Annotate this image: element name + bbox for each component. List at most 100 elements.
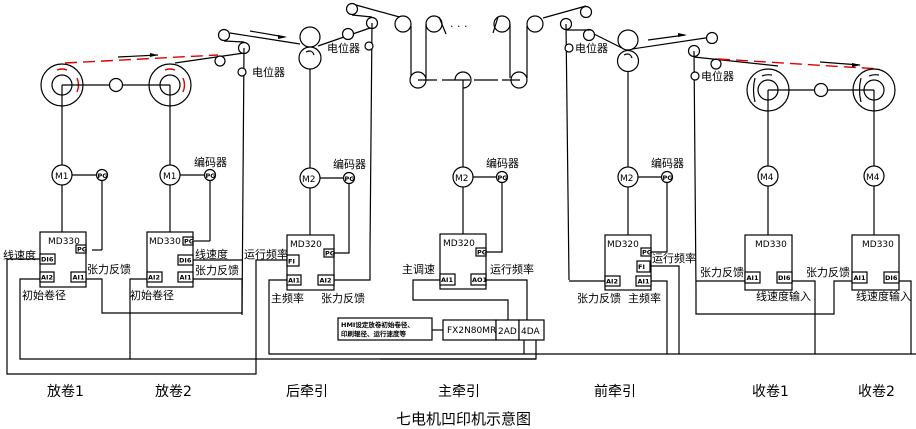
- svg-text:PG: PG: [345, 175, 355, 183]
- tension-feedback-label: 张力反馈: [321, 292, 365, 305]
- potentiometer-label: 电位器: [327, 41, 360, 55]
- svg-text:DI6: DI6: [778, 274, 791, 282]
- encoder-label: 编码器: [333, 157, 366, 171]
- guide-roller: [214, 55, 226, 67]
- potentiometer-label: 电位器: [701, 69, 734, 83]
- svg-text:AI1: AI1: [288, 277, 300, 285]
- web-rewind: [717, 58, 881, 70]
- encoder-icon: [342, 171, 356, 185]
- section-label-rewind1: 收卷1: [752, 384, 789, 400]
- nip-roller: [617, 29, 639, 51]
- svg-text:AI1: AI1: [180, 274, 192, 282]
- port-ai2: [146, 271, 163, 283]
- potentiometer-icon: [564, 43, 574, 53]
- svg-text:PG: PG: [184, 238, 194, 246]
- svg-text:M4: M4: [866, 173, 880, 183]
- port-pg: [182, 236, 194, 246]
- port-ai1: [851, 271, 868, 284]
- svg-text:AI1: AI1: [441, 276, 453, 284]
- line-speed-label: 线速度: [195, 247, 228, 261]
- svg-text:AO1: AO1: [472, 276, 488, 284]
- port-fi: [636, 260, 651, 273]
- arrow-head: [150, 53, 158, 57]
- tension-feedback-label: 张力反馈: [577, 292, 621, 305]
- svg-text:FX2N80MR: FX2N80MR: [447, 326, 496, 336]
- potentiometer-wire: [565, 23, 570, 281]
- svg-text:MD320: MD320: [607, 240, 639, 250]
- diagram-title: 七电机凹印机示意图: [396, 410, 531, 428]
- svg-text:AI1: AI1: [638, 278, 650, 286]
- port-ai2: [39, 271, 55, 283]
- main-frequency-label: 主频率: [628, 291, 661, 305]
- svg-text:M1: M1: [55, 172, 69, 182]
- svg-text:4DA: 4DA: [521, 327, 540, 337]
- svg-text:MD330: MD330: [755, 240, 787, 250]
- svg-text:AI2: AI2: [320, 277, 332, 285]
- section-labels: 放卷1 放卷2 后牵引 主牵引 前牵引 收卷1 收卷2 七电机凹印机示意图: [47, 383, 895, 428]
- port-ai1: [744, 271, 761, 284]
- ellipsis: · · ·: [450, 20, 467, 33]
- svg-text:AI2: AI2: [41, 274, 53, 282]
- section-label-unwind1: 放卷1: [47, 384, 84, 400]
- main-speed-label: 主调速: [402, 263, 435, 276]
- idler-roller: [813, 82, 829, 98]
- port-pg: [323, 248, 335, 258]
- svg-text:MD320: MD320: [443, 239, 475, 249]
- print-roller: [394, 15, 412, 33]
- svg-text:DI6: DI6: [41, 256, 54, 264]
- port-di6: [883, 271, 900, 284]
- svg-text:MD330: MD330: [862, 240, 894, 250]
- encoder-label: 编码器: [486, 156, 519, 170]
- tension-feedback-label: 张力反馈: [700, 266, 744, 279]
- svg-text:2AD: 2AD: [498, 327, 517, 337]
- rewind2-drive-group: M4 MD330 AI1 DI6 张力反馈 线速度输入: [806, 165, 912, 354]
- port-pg: [75, 244, 87, 254]
- plc-4da-module: [518, 319, 545, 341]
- port-ai1: [177, 271, 194, 283]
- main-frequency-label: 主频率: [271, 291, 304, 305]
- tension-feedback-label: 张力反馈: [87, 263, 131, 276]
- section-label-front-traction: 前牵引: [594, 383, 636, 400]
- hmi-note-box: [337, 317, 433, 341]
- svg-text:PG: PG: [663, 174, 673, 182]
- nip-roller: [299, 26, 321, 48]
- guide-roller: [217, 28, 231, 42]
- port-pg: [475, 247, 487, 257]
- print-roller: [526, 15, 544, 33]
- encoder-label: 编码器: [194, 155, 227, 169]
- svg-text:AI2: AI2: [148, 274, 160, 282]
- potentiometer-wire: [369, 22, 373, 251]
- traction-roller: [616, 49, 640, 73]
- port-fi: [286, 254, 300, 267]
- svg-text:MD320: MD320: [290, 240, 322, 250]
- svg-text:印刷辊径、运行速度等: 印刷辊径、运行速度等: [341, 329, 407, 338]
- potentiometer-icon: [690, 71, 700, 81]
- line-speed-input-label: 线速度输入: [756, 289, 811, 303]
- initial-diameter-label: 初始卷径: [22, 288, 66, 302]
- front-traction-group: 电位器 M2 PG 编码器 MD320 PG FI AI2 AI1 运行频率 张…: [542, 5, 713, 354]
- run-frequency-label: 运行频率: [490, 262, 534, 276]
- svg-text:DI6: DI6: [885, 274, 898, 282]
- guide-roller: [579, 5, 593, 19]
- svg-text:HMI设定放卷初始卷径、: HMI设定放卷初始卷径、: [341, 320, 414, 329]
- line-speed-input-label: 线速度输入: [856, 289, 911, 303]
- port-di6: [776, 271, 793, 284]
- svg-text:AI1: AI1: [73, 274, 85, 282]
- potentiometer-label: 电位器: [252, 65, 285, 79]
- svg-text:MD330: MD330: [149, 237, 181, 247]
- encoder-icon: [95, 168, 109, 182]
- svg-text:M2: M2: [302, 175, 316, 185]
- port-pg: [640, 247, 652, 257]
- guide-roller: [345, 2, 359, 16]
- run-frequency-label: 运行频率: [652, 251, 696, 265]
- encoder-icon: [660, 170, 674, 184]
- svg-text:FI: FI: [638, 263, 645, 271]
- rewind-web-path: 电位器: [687, 31, 896, 291]
- web-unwind2: [174, 52, 245, 64]
- line-speed-label: 线速度: [3, 248, 36, 262]
- potentiometer-wire: [693, 50, 697, 291]
- svg-text:PG: PG: [325, 250, 335, 258]
- svg-text:AI1: AI1: [854, 274, 866, 282]
- main-traction-roller: [454, 71, 472, 89]
